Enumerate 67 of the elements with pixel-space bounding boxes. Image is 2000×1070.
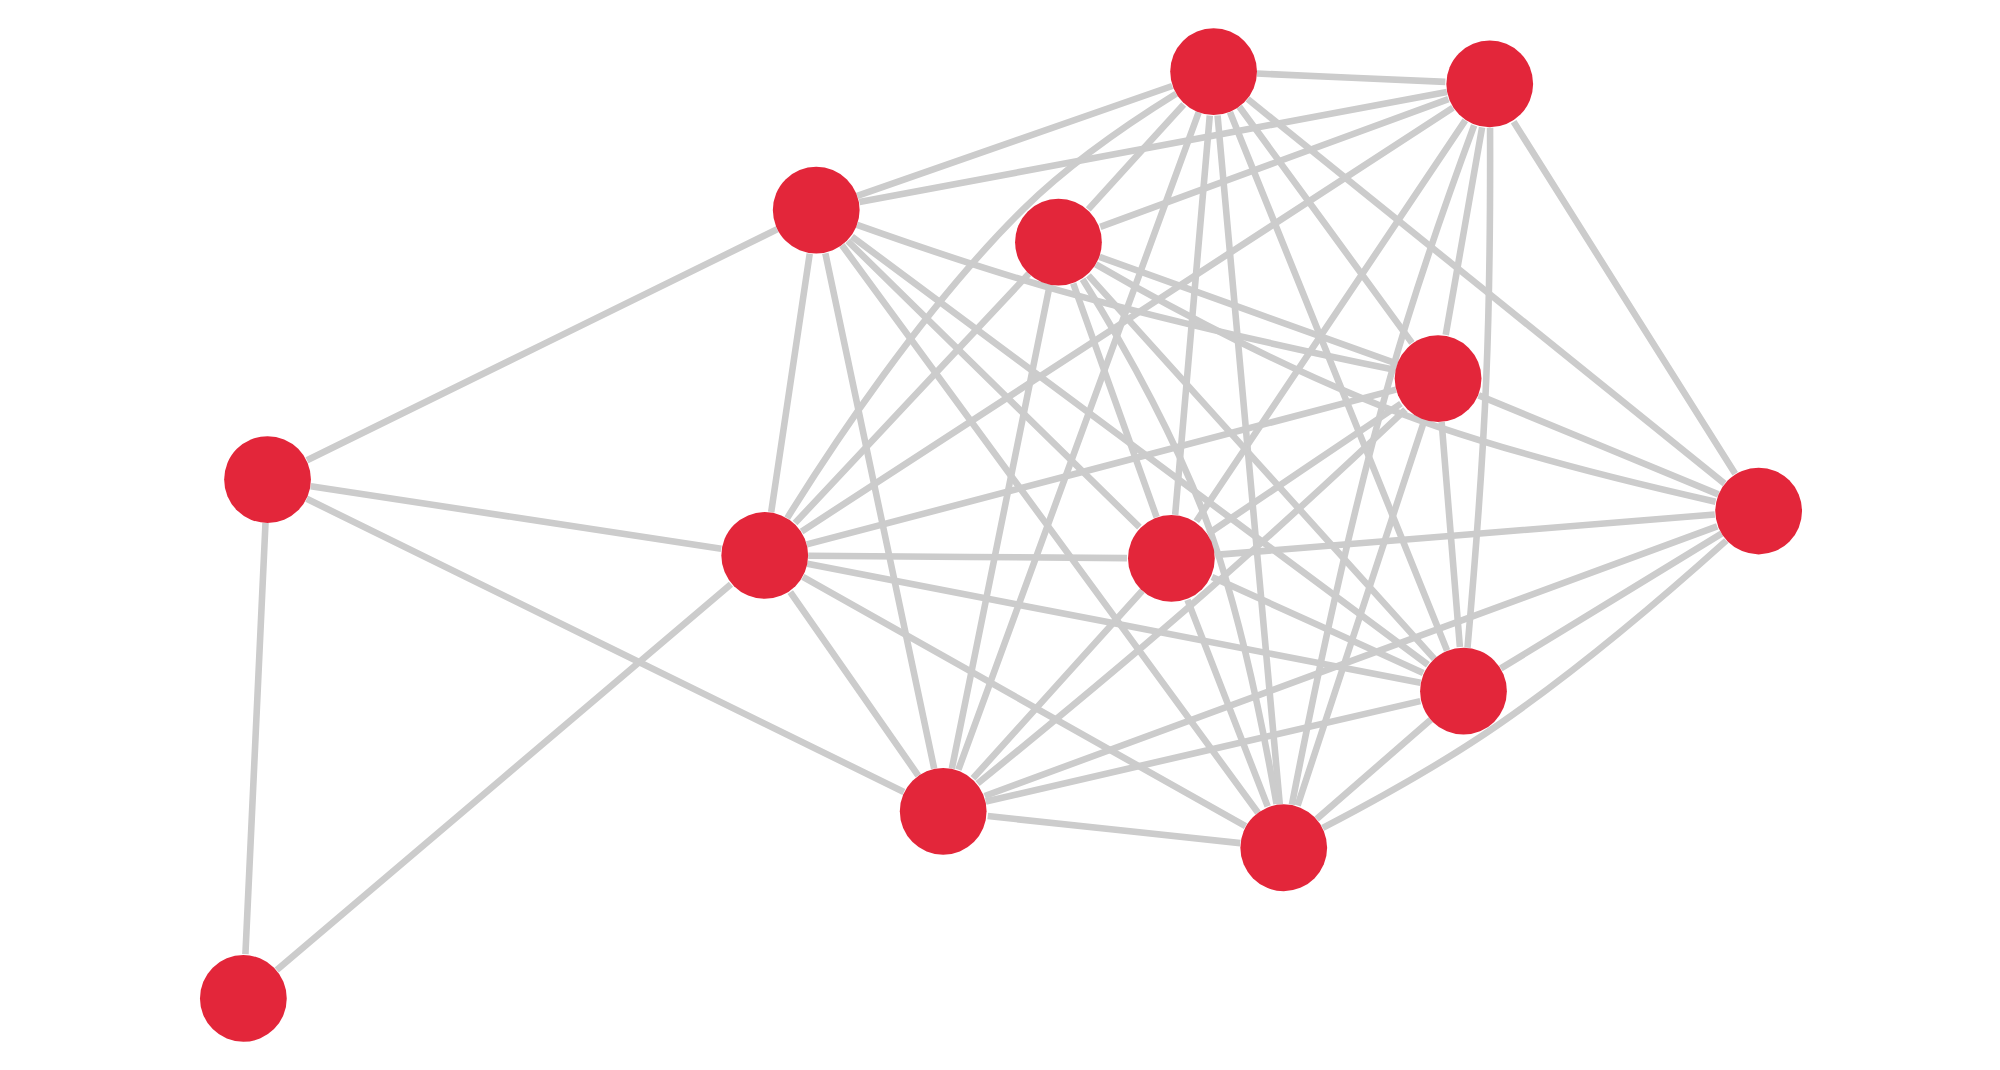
connector	[798, 105, 1454, 535]
connector	[947, 284, 1052, 770]
connector	[1313, 717, 1432, 822]
node-circle	[223, 436, 310, 523]
connector	[849, 234, 1429, 668]
connector	[1293, 419, 1427, 807]
connector	[1213, 115, 1283, 805]
connector	[1225, 111, 1450, 652]
connector	[1498, 530, 1723, 672]
node-circle	[1714, 467, 1802, 555]
connector	[1244, 96, 1726, 487]
node-circle	[1419, 647, 1506, 735]
connector	[1209, 573, 1424, 676]
node-circle	[1445, 40, 1533, 128]
connector	[1192, 118, 1467, 524]
connector	[1441, 126, 1485, 336]
node-circle	[1127, 515, 1214, 602]
connector	[800, 574, 1247, 830]
connector	[857, 88, 1447, 206]
connector	[1463, 127, 1493, 649]
connector	[1098, 95, 1449, 230]
connector	[821, 252, 937, 770]
connector	[805, 560, 1421, 687]
connector	[1097, 253, 1397, 367]
connector	[986, 812, 1240, 847]
node-circle	[1393, 335, 1481, 422]
connector	[273, 581, 733, 973]
node-circle	[1014, 198, 1101, 286]
connector	[241, 522, 268, 955]
connector	[854, 221, 1395, 374]
connector	[791, 271, 1031, 526]
connector	[1235, 104, 1414, 345]
connector	[1084, 102, 1186, 212]
node-circle	[1239, 804, 1327, 892]
connector	[838, 243, 1260, 815]
connector	[766, 253, 812, 513]
connector	[1320, 538, 1728, 831]
connector	[1287, 124, 1477, 806]
connector	[1255, 70, 1445, 86]
node-circle	[198, 955, 286, 1042]
connector	[844, 238, 1141, 530]
connector	[304, 495, 905, 795]
connector	[1476, 392, 1719, 498]
connector	[786, 590, 920, 778]
connector	[855, 82, 1173, 199]
connector	[1084, 273, 1436, 662]
connector	[304, 226, 778, 464]
connector	[805, 386, 1396, 548]
connector	[1078, 277, 1279, 805]
node-circle	[898, 767, 986, 855]
connector	[954, 111, 1201, 771]
connector	[1093, 261, 1716, 505]
connector	[984, 697, 1421, 805]
node-circle	[771, 166, 859, 254]
connector	[974, 407, 1407, 787]
connector	[807, 552, 1126, 562]
connector	[1170, 115, 1213, 516]
connector	[783, 91, 1177, 520]
connector	[982, 523, 1718, 800]
node-circle	[720, 512, 808, 599]
connector	[1509, 120, 1737, 476]
connector	[969, 588, 1144, 781]
connector	[1183, 598, 1270, 808]
connector	[1437, 421, 1463, 648]
node-circle	[1169, 28, 1256, 115]
connector	[1069, 282, 1159, 519]
connector	[309, 482, 721, 553]
